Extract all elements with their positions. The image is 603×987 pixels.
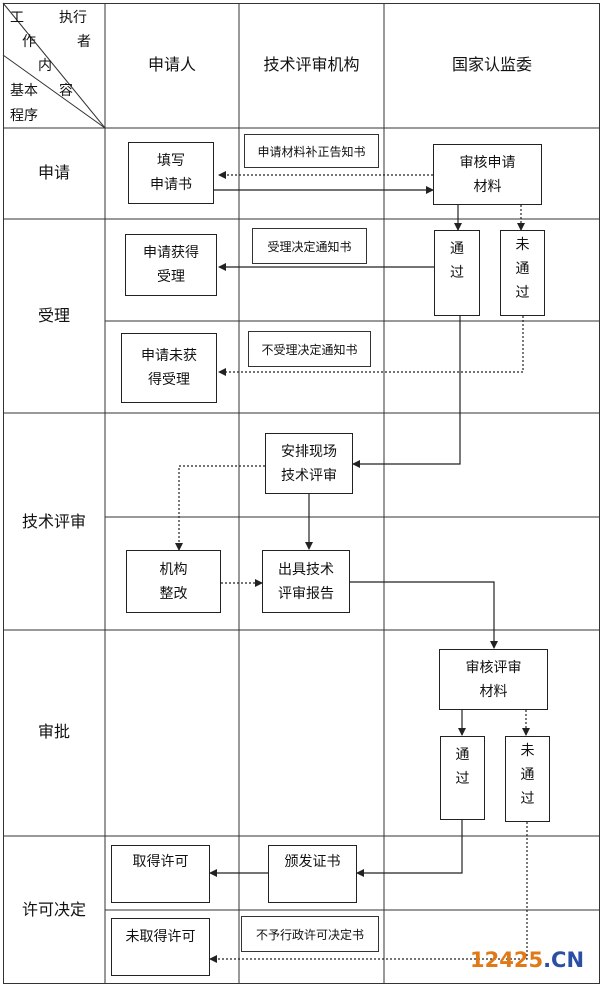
box-obtain-license-text: 取得许可 <box>132 854 189 870</box>
box-obtain-license: 取得许可 <box>111 845 210 903</box>
doc-rejection-notice: 不受理决定通知书 <box>248 331 371 367</box>
box-fail-2-char3: 过 <box>520 791 535 807</box>
box-fail-2-char2: 通 <box>520 767 535 783</box>
box-fill-form-line2: 申请书 <box>150 177 192 193</box>
box-review-report-line1: 审核评审 <box>465 659 522 676</box>
box-pass-1-char1: 通 <box>450 241 464 257</box>
box-pass-2: 通 过 <box>440 736 485 820</box>
box-not-accepted: 申请未获 得受理 <box>121 333 217 403</box>
header-label-zuo: 作 <box>22 34 36 50</box>
box-pass-1-char2: 过 <box>450 265 464 281</box>
box-fill-form-line1: 填写 <box>157 153 185 169</box>
column-header-applicant: 申请人 <box>147 55 196 74</box>
box-accepted: 申请获得 受理 <box>125 234 217 296</box>
box-fill-form: 填写 申请书 <box>128 142 214 204</box>
arrow-to-not-obtain <box>209 822 528 963</box>
box-not-obtain-license-text: 未取得许可 <box>125 929 196 945</box>
header-label-rong: 容 <box>59 83 73 99</box>
header-label-jiben: 基本 <box>10 83 38 99</box>
box-issue-report: 出具技术 评审报告 <box>262 550 350 613</box>
header-label-chengxu: 程序 <box>10 108 38 124</box>
box-pass-2-char2: 过 <box>455 771 470 787</box>
row-label-apply: 申请 <box>37 163 70 182</box>
doc-supplement-notice: 申请材料补正告知书 <box>244 134 379 168</box>
box-arrange-review: 安排现场 技术评审 <box>265 433 353 494</box>
box-review-report-line2: 材料 <box>479 683 508 700</box>
box-review-materials-line2: 材料 <box>473 178 502 195</box>
box-not-obtain-license: 未取得许可 <box>111 918 210 976</box>
arrow-not-accepted <box>218 316 524 376</box>
watermark-prefix: 12425 <box>470 948 544 972</box>
box-review-materials: 审核申请 材料 <box>433 144 542 205</box>
row-label-accept: 受理 <box>37 306 70 325</box>
box-pass-1: 通 过 <box>434 230 480 316</box>
column-header-review-agency: 技术评审机构 <box>263 55 360 74</box>
box-fail-2: 未 通 过 <box>505 736 550 822</box>
header-diagonal-1 <box>2 2 106 129</box>
box-not-accepted-line2: 得受理 <box>148 372 190 388</box>
box-fail-1-char1: 未 <box>515 237 530 253</box>
doc-acceptance-notice: 受理决定通知书 <box>252 228 367 264</box>
box-fail-2-char1: 未 <box>520 743 535 759</box>
watermark-suffix: .CN <box>543 948 585 972</box>
header-diagonal-2 <box>2 54 106 129</box>
box-rectify-line1: 机构 <box>159 561 188 578</box>
box-issue-report-line2: 评审报告 <box>278 585 334 602</box>
doc-denial-notice: 不予行政许可决定书 <box>241 916 379 952</box>
box-issue-certificate: 颁发证书 <box>268 845 357 903</box>
box-accepted-line1: 申请获得 <box>143 245 199 261</box>
box-arrange-review-line2: 技术评审 <box>281 467 337 484</box>
arrow-to-rectify <box>175 465 265 551</box>
header-label-nei: 内 <box>38 58 52 74</box>
box-issue-report-line1: 出具技术 <box>278 561 334 578</box>
row-label-approve: 审批 <box>37 722 70 741</box>
table-border <box>3 3 600 984</box>
watermark-logo: 12425.CN <box>470 948 602 984</box>
box-rectify: 机构 整改 <box>126 550 221 613</box>
header-label-gong: 工 <box>10 10 24 26</box>
arrow-to-review-report <box>350 581 498 649</box>
header-label-zhixing: 执行 <box>59 10 87 26</box>
box-pass-2-char1: 通 <box>455 747 470 763</box>
box-fail-1-char3: 过 <box>515 285 530 301</box>
arrow-to-certificate <box>356 820 463 877</box>
box-review-materials-line1: 审核申请 <box>459 154 516 171</box>
arrow-to-arrange <box>352 316 461 468</box>
box-fail-1: 未 通 过 <box>500 230 545 316</box>
box-rectify-line2: 整改 <box>159 585 188 602</box>
box-review-report: 审核评审 材料 <box>439 649 548 710</box>
box-accepted-line2: 受理 <box>157 269 185 285</box>
row-label-tech-review: 技术评审 <box>21 512 86 531</box>
box-issue-certificate-text: 颁发证书 <box>284 854 341 870</box>
box-arrange-review-line1: 安排现场 <box>281 443 337 460</box>
box-fail-1-char2: 通 <box>515 261 530 277</box>
column-header-cnca: 国家认监委 <box>451 55 532 74</box>
header-label-zhe: 者 <box>77 34 91 50</box>
box-not-accepted-line1: 申请未获 <box>141 348 197 364</box>
row-label-decision: 许可决定 <box>21 900 86 919</box>
